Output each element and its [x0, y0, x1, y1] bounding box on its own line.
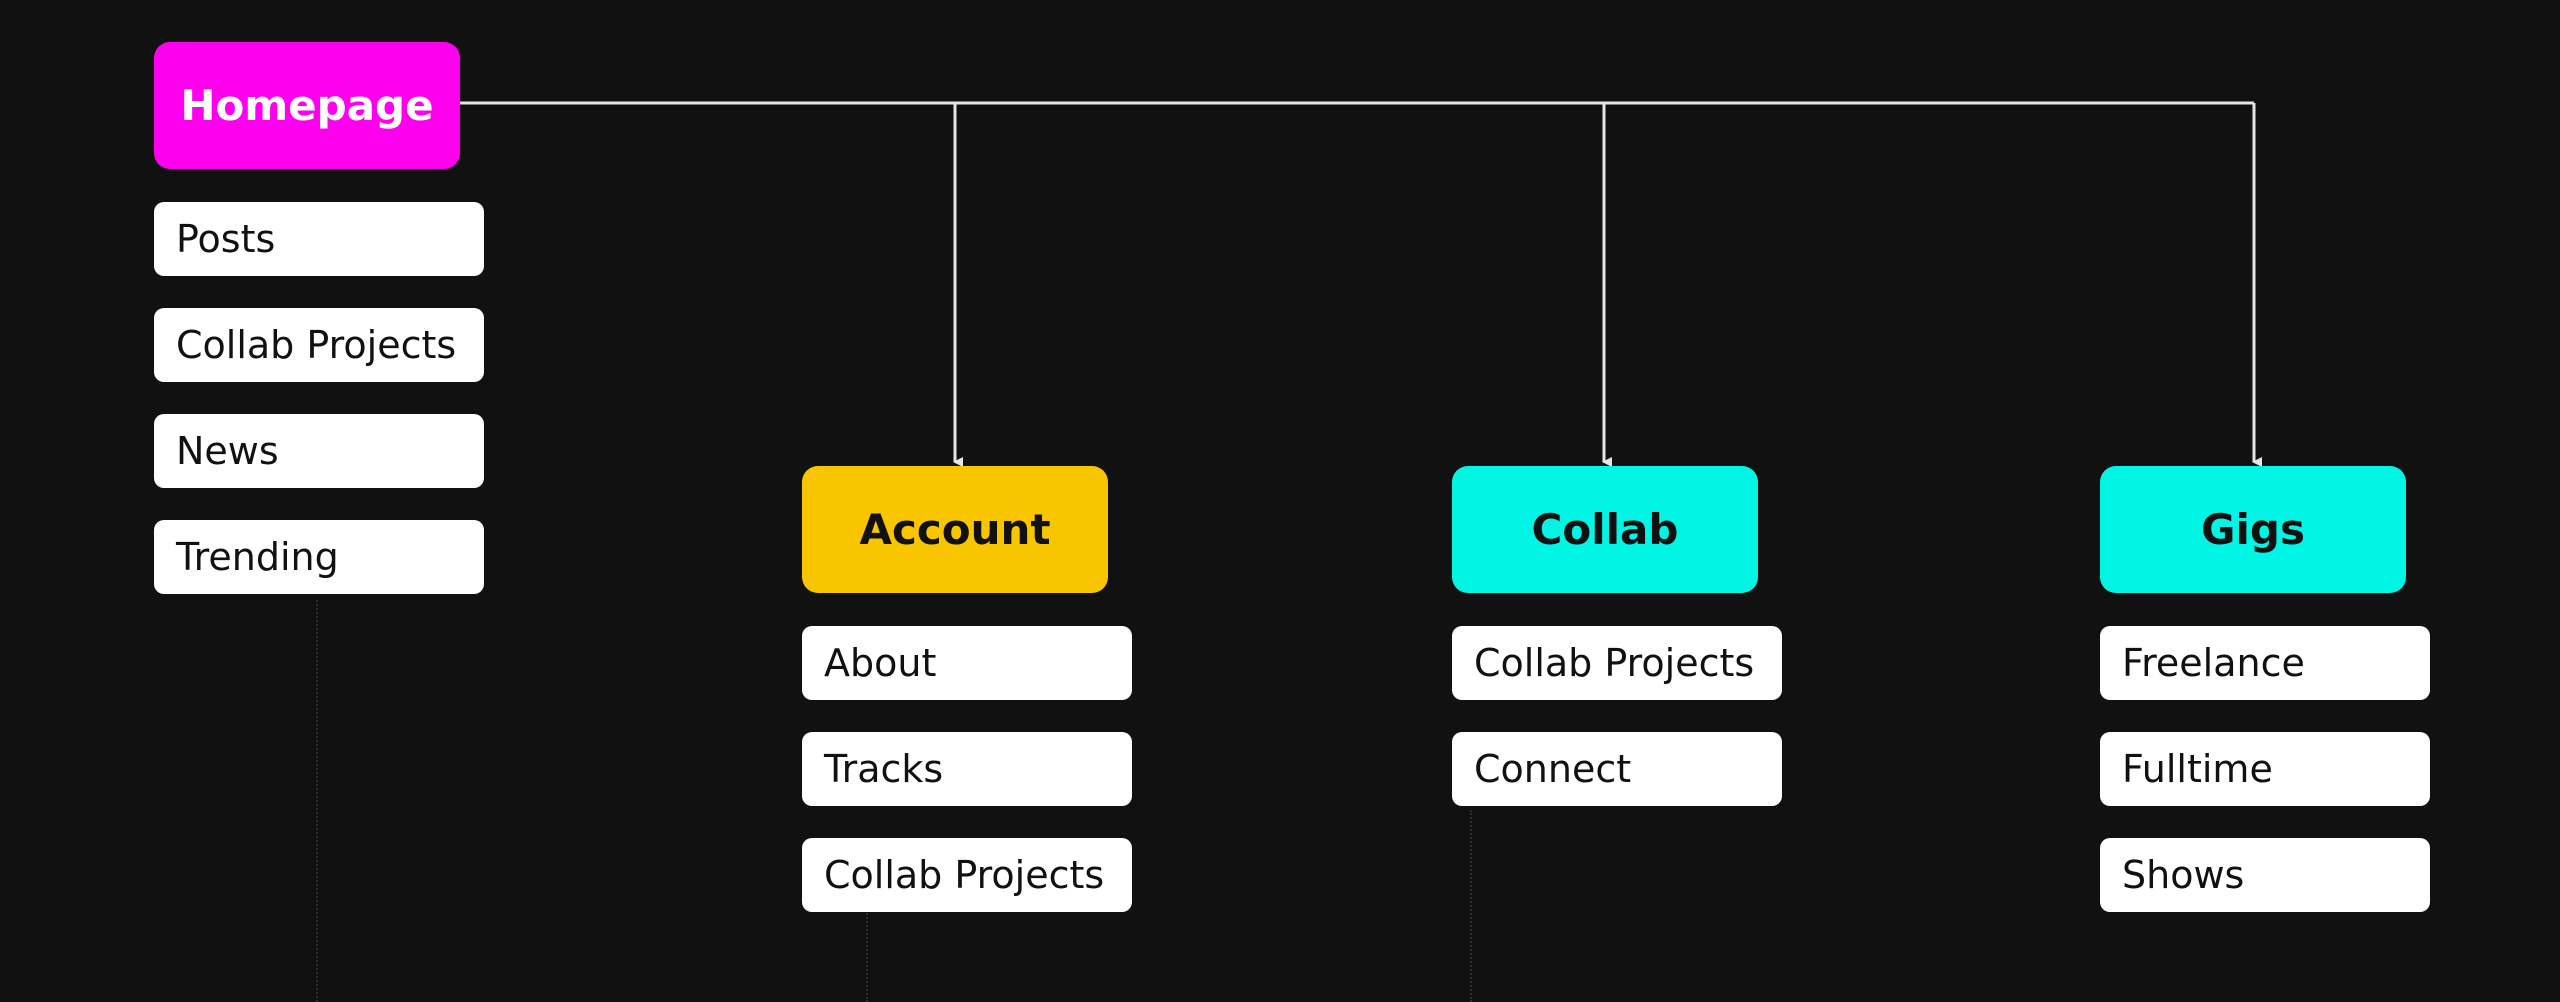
- collab-node: Collab: [1452, 466, 1758, 593]
- gigs-item-shows: Shows: [2100, 838, 2430, 912]
- homepage-item-collab-projects: Collab Projects: [154, 308, 484, 382]
- account-item-collab-projects: Collab Projects: [802, 838, 1132, 912]
- faint-guide-line: [1470, 810, 1472, 1002]
- homepage-node: Homepage: [154, 42, 460, 169]
- faint-guide-line: [316, 600, 318, 1002]
- collab-item-collab-projects: Collab Projects: [1452, 626, 1782, 700]
- gigs-item-fulltime: Fulltime: [2100, 732, 2430, 806]
- gigs-item-freelance: Freelance: [2100, 626, 2430, 700]
- account-item-about: About: [802, 626, 1132, 700]
- account-item-tracks: Tracks: [802, 732, 1132, 806]
- faint-guide-line: [866, 910, 868, 1002]
- homepage-item-posts: Posts: [154, 202, 484, 276]
- homepage-item-trending: Trending: [154, 520, 484, 594]
- gigs-node: Gigs: [2100, 466, 2406, 593]
- homepage-item-news: News: [154, 414, 484, 488]
- account-node: Account: [802, 466, 1108, 593]
- collab-item-connect: Connect: [1452, 732, 1782, 806]
